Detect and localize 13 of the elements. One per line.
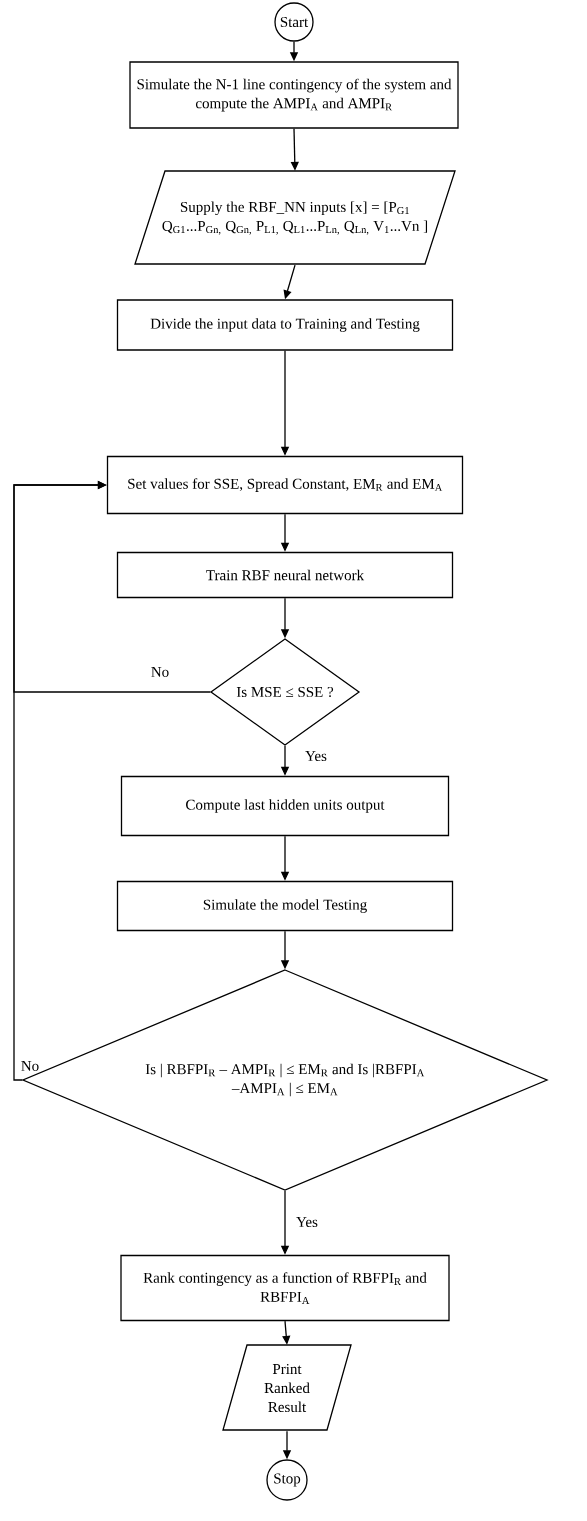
process-box: Divide the input data to Training and Testing	[116, 299, 454, 351]
process-box: Set values for SSE, Spread Constant, EM$_{R}$ and EM$_{A}$	[106, 455, 464, 515]
io-parallelogram: Print Ranked Result	[222, 1344, 352, 1431]
process-box: Train RBF neural network	[116, 551, 454, 599]
edge-label: Yes	[304, 750, 328, 762]
process-box: Compute last hidden units output	[120, 775, 450, 837]
io-parallelogram: Supply the RBF_NN inputs [x] = [P$_{G1}$ Q$_{G1}$...P$_{Gn,}$ Q$_{Gn,}$ P$_{L1,}$ Q$_{L1}$...P$_{Ln,}$ Q$_{Ln,}$ V$_{1}$...Vn ]	[134, 170, 456, 265]
process-box: Simulate the N-1 line contingency of the system and compute the AMPI$_{A}$ and AMPI$_{R}$	[129, 61, 459, 129]
process-box: Simulate the model Testing	[116, 880, 454, 932]
edge-label: No	[19, 1060, 41, 1072]
process-box: Rank contingency as a function of RBFPI$_{R}$ and RBFPI$_{A}$	[120, 1254, 450, 1322]
edge-label: No	[149, 666, 171, 678]
edge-label: Yes	[295, 1216, 319, 1228]
